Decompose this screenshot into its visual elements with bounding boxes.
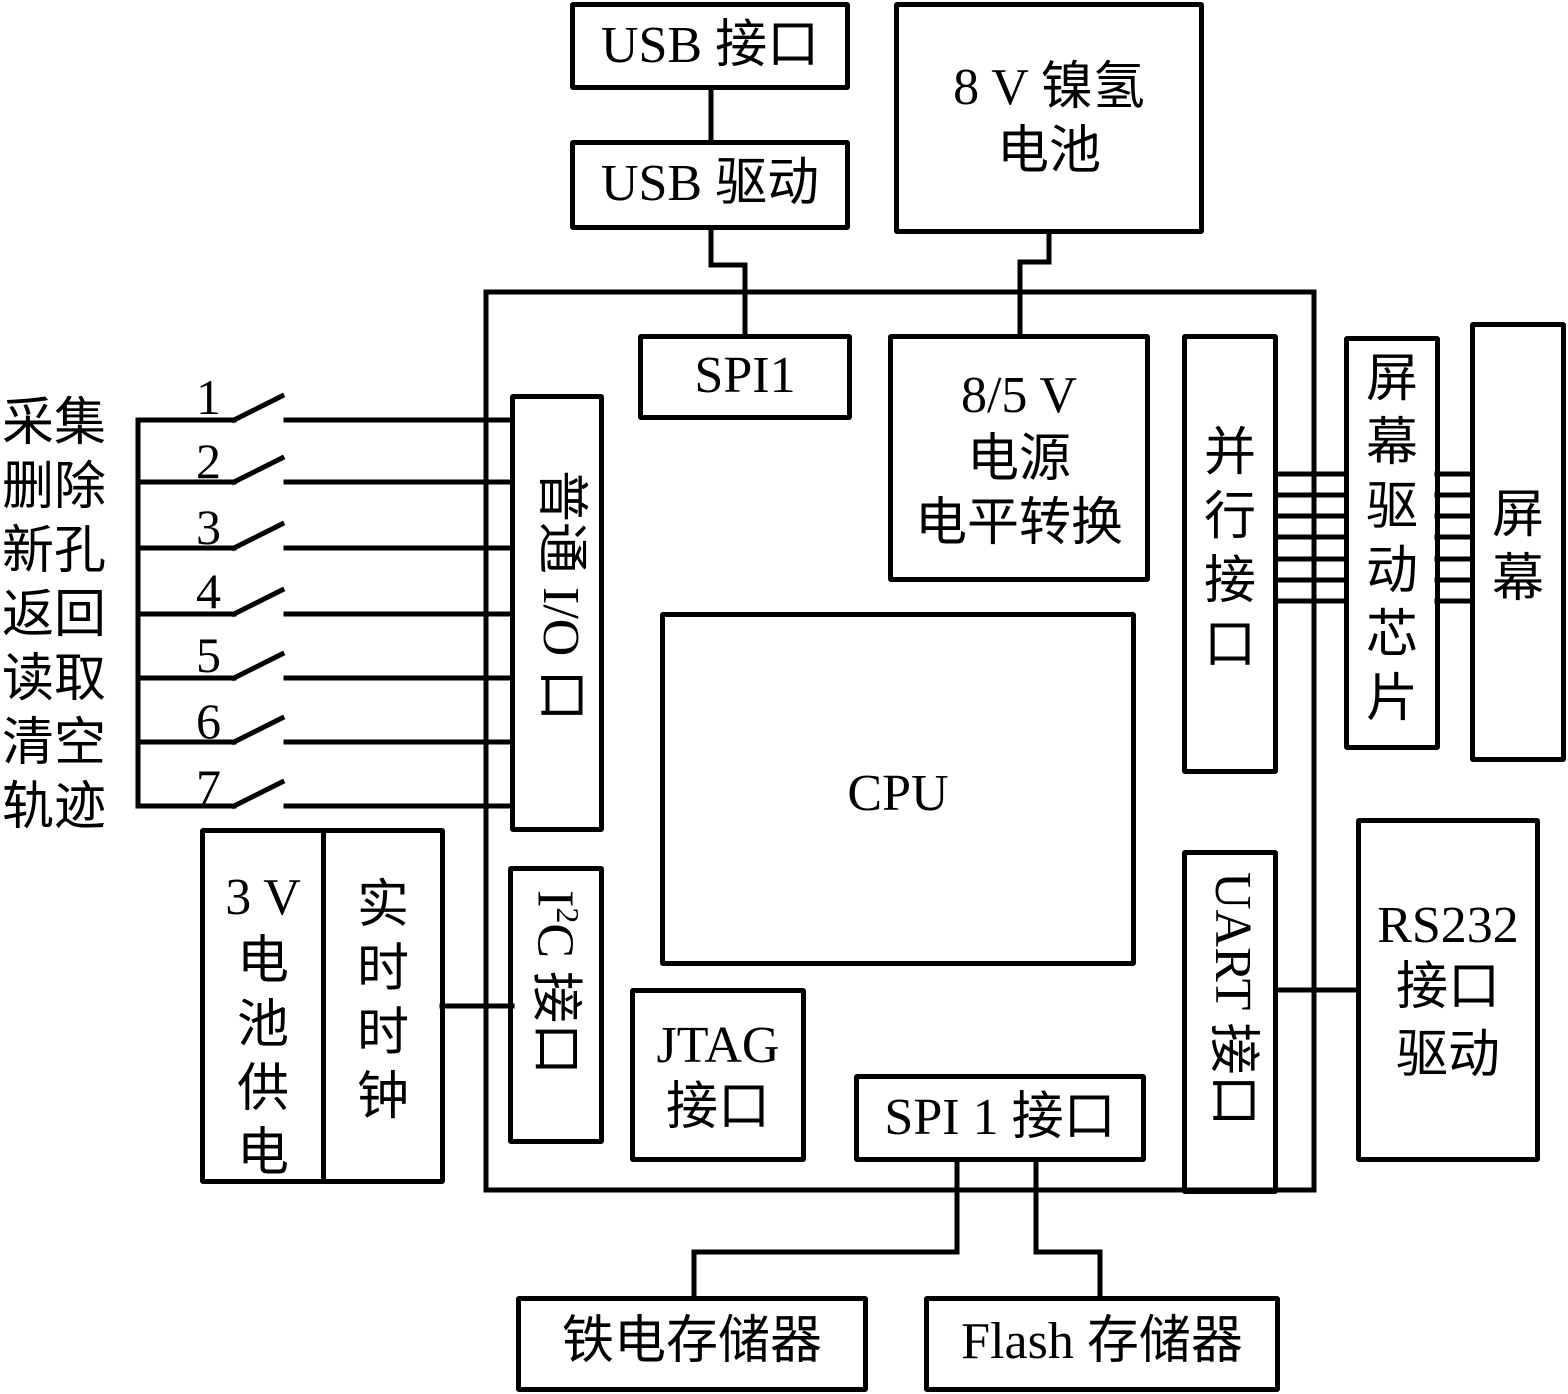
rs232-label-1: RS232 [1377,897,1519,954]
switch-number-6: 6 [196,693,221,749]
gpio-port-block [510,394,604,832]
battery-3v-label: 3 V 电 池 供 电 [225,869,301,1182]
rtc-label: 实 时 时 钟 [356,877,409,1126]
switch-number-3: 3 [196,499,221,555]
battery-8v-block [894,2,1204,234]
usb-port-block [570,2,850,90]
switch-number-1: 1 [196,369,221,425]
switch-6 [135,714,515,746]
gpio-port-label: 普通 I/O 口 [532,470,589,722]
battery-8v-label-1: 8 V 镍氢 [953,59,1145,116]
parallel-bus [1274,471,1475,604]
power-converter-label-3: 电平转换 [914,495,1123,552]
switch-3 [135,520,515,552]
rtc-block [321,828,445,1184]
button-label-6: 清空 [2,715,107,772]
usb-driver-block [570,140,850,230]
spi1-label: SPI1 [694,347,796,404]
wire-spi-fram [691,1157,960,1301]
switch-number-7: 7 [196,759,221,815]
jtag-block [630,988,806,1162]
button-label-1: 采集 [2,395,107,452]
parallel-port-label: 并 行 接 口 [1203,425,1256,674]
wire-battery-power [1017,229,1052,339]
switch-5 [135,650,515,682]
screen-driver-label: 屏 幕 驱 动 芯 片 [1365,351,1418,728]
switch-1 [135,392,515,424]
switch-4 [135,586,515,618]
button-switches [135,392,515,810]
flash-label: Flash 存储器 [961,1313,1243,1370]
spi1-port-label: SPI 1 接口 [884,1089,1116,1146]
screen-block [1470,322,1566,762]
jtag-label-1: JTAG [656,1017,780,1074]
screen-label: 屏 幕 [1491,487,1544,608]
spi1-block [638,334,852,420]
cpu-label: CPU [847,765,949,822]
switch-number-5: 5 [196,627,221,683]
wire-usb-driver-spi1 [708,225,748,339]
uart-port-label: UART 接口 [1204,872,1261,1127]
rs232-driver-block [1356,818,1540,1162]
fram-label: 铁电存储器 [561,1313,822,1370]
uart-port-block [1182,850,1278,1194]
fram-block [516,1296,868,1392]
power-converter-label-1: 8/5 V [960,367,1078,424]
rs232-label-2: 接口 [1395,959,1500,1016]
power-converter-block [888,334,1150,582]
usb-driver-label: USB 驱动 [600,155,820,212]
spi1-port-block [854,1074,1146,1162]
switch-7 [135,778,515,810]
i2c-port-label: I2C 接口 [526,890,586,1076]
switch-2 [135,454,515,486]
i2c-port-block [508,866,604,1144]
switch-number-2: 2 [196,433,221,489]
button-label-7: 轨迹 [2,779,107,836]
screen-driver-block [1344,336,1440,750]
power-converter-label-2: 电源 [966,431,1071,488]
button-label-4: 返回 [2,587,107,644]
switch-number-4: 4 [196,563,221,619]
battery-8v-label-2: 电池 [996,123,1101,180]
rs232-label-3: 驱动 [1395,1027,1500,1084]
parallel-port-block [1182,334,1278,774]
button-label-2: 删除 [2,459,107,516]
flash-block [924,1296,1280,1392]
cpu-block [660,612,1136,966]
button-label-3: 新孔 [2,523,107,580]
wire-spi-flash [1033,1157,1103,1301]
usb-port-label: USB 接口 [600,17,820,74]
jtag-label-2: 接口 [665,1079,770,1136]
button-label-5: 读取 [2,651,107,708]
